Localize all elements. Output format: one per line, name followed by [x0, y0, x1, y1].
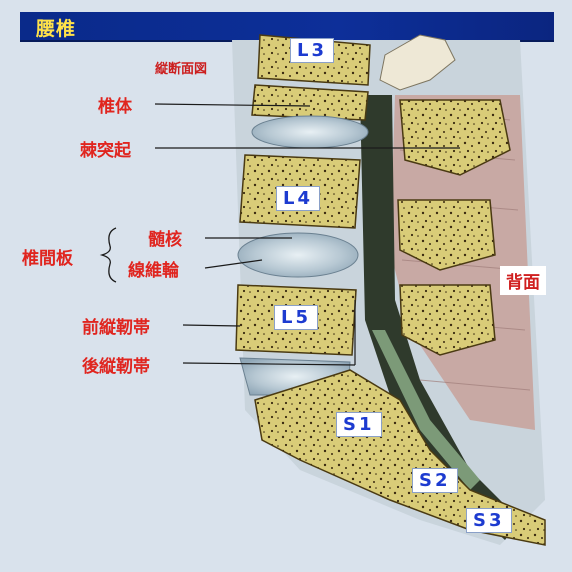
- label-back: 背面: [500, 266, 546, 295]
- label-intervertebral-disc: 椎間板: [22, 249, 73, 269]
- label-vertebral-body: 椎体: [98, 97, 132, 117]
- page-title: 腰椎: [36, 18, 77, 40]
- label-posterior-ligament: 後縦靭帯: [82, 357, 150, 377]
- label-annulus: 線維輪: [128, 261, 179, 281]
- vertebra-label-s1: S1: [336, 412, 382, 437]
- label-spinous-process: 棘突起: [80, 141, 131, 161]
- label-anterior-ligament: 前縦靭帯: [82, 318, 150, 338]
- vertebra-label-l4: L4: [276, 186, 320, 211]
- label-nucleus: 髄核: [148, 230, 182, 250]
- vertebra-label-l5: L5: [274, 305, 318, 330]
- section-link[interactable]: 縦断面図: [155, 62, 208, 77]
- vertebra-label-s3: S3: [466, 508, 512, 533]
- vertebra-label-l3: L3: [290, 38, 334, 63]
- vertebra-label-s2: S2: [412, 468, 458, 493]
